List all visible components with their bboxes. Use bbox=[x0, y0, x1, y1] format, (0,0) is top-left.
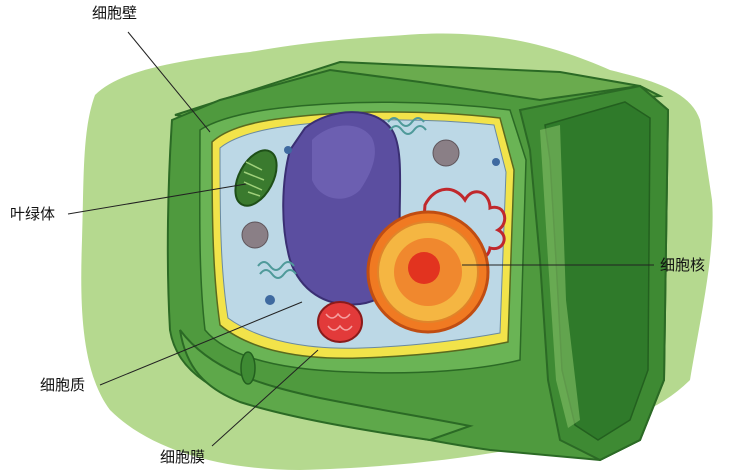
wall-pore bbox=[241, 352, 255, 384]
organelle-blue-3 bbox=[492, 158, 500, 166]
organelle-blue-2 bbox=[284, 146, 292, 154]
label-chloroplast: 叶绿体 bbox=[10, 205, 55, 223]
label-cell-membrane: 细胞膜 bbox=[160, 448, 205, 466]
nucleolus bbox=[408, 252, 440, 284]
label-nucleus: 细胞核 bbox=[660, 256, 705, 274]
organelle-grey-2 bbox=[433, 140, 459, 166]
organelle-blue-1 bbox=[265, 295, 275, 305]
organelle-grey-1 bbox=[242, 222, 268, 248]
label-cytoplasm: 细胞质 bbox=[40, 376, 85, 394]
mitochondrion bbox=[318, 302, 362, 342]
label-cell-wall: 细胞壁 bbox=[92, 4, 137, 22]
